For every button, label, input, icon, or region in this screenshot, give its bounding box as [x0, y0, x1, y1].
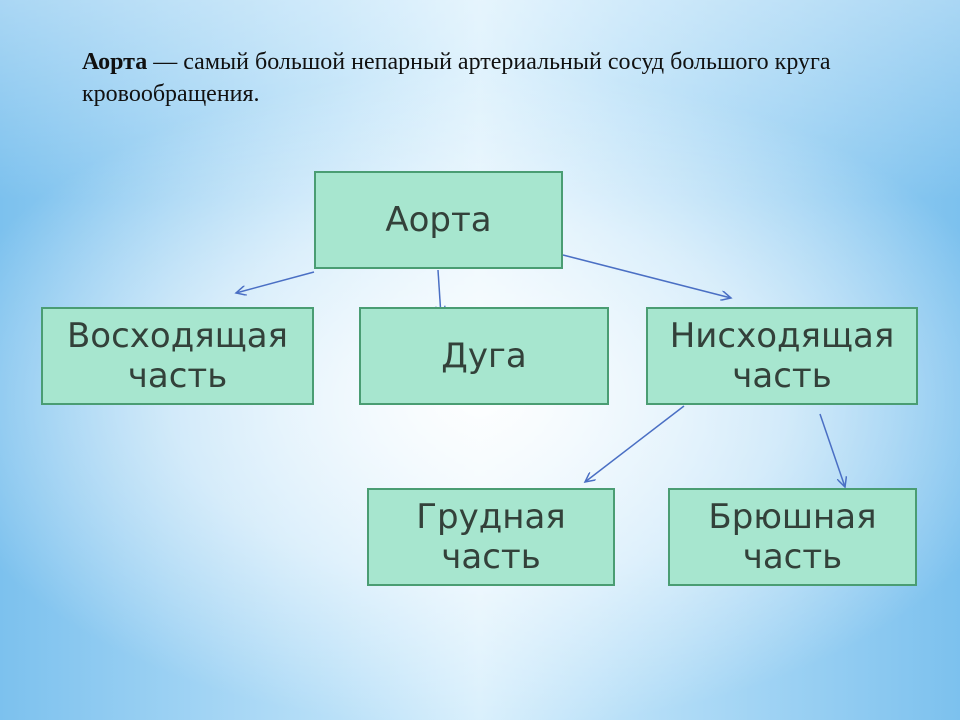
node-arch-label: Дуга — [441, 336, 527, 376]
node-abdominal-part: Брюшная часть — [668, 488, 917, 586]
node-descending-part: Нисходящая часть — [646, 307, 918, 405]
definition-text: Аорта — самый большой непарный артериаль… — [82, 46, 842, 110]
arrow-aorta-to-descending — [562, 254, 731, 298]
definition-term: Аорта — [82, 49, 148, 75]
arrow-descending-to-abdominal — [819, 413, 845, 487]
arrow-descending-to-thoracic — [585, 405, 685, 482]
node-aorta-label: Аорта — [385, 200, 492, 240]
node-ascending-part: Восходящая часть — [41, 307, 314, 405]
node-abdominal-part-label: Брюшная часть — [708, 497, 877, 577]
node-ascending-part-label: Восходящая часть — [66, 316, 289, 396]
node-aorta: Аорта — [314, 171, 563, 269]
definition-body: — самый большой непарный артериальный со… — [82, 49, 831, 107]
slide-highlight — [0, 0, 960, 200]
node-thoracic-part-label: Грудная часть — [416, 497, 566, 577]
node-descending-part-label: Нисходящая часть — [669, 316, 895, 396]
node-thoracic-part: Грудная часть — [367, 488, 615, 586]
arrow-aorta-to-ascending — [236, 271, 315, 293]
node-arch: Дуга — [359, 307, 609, 405]
